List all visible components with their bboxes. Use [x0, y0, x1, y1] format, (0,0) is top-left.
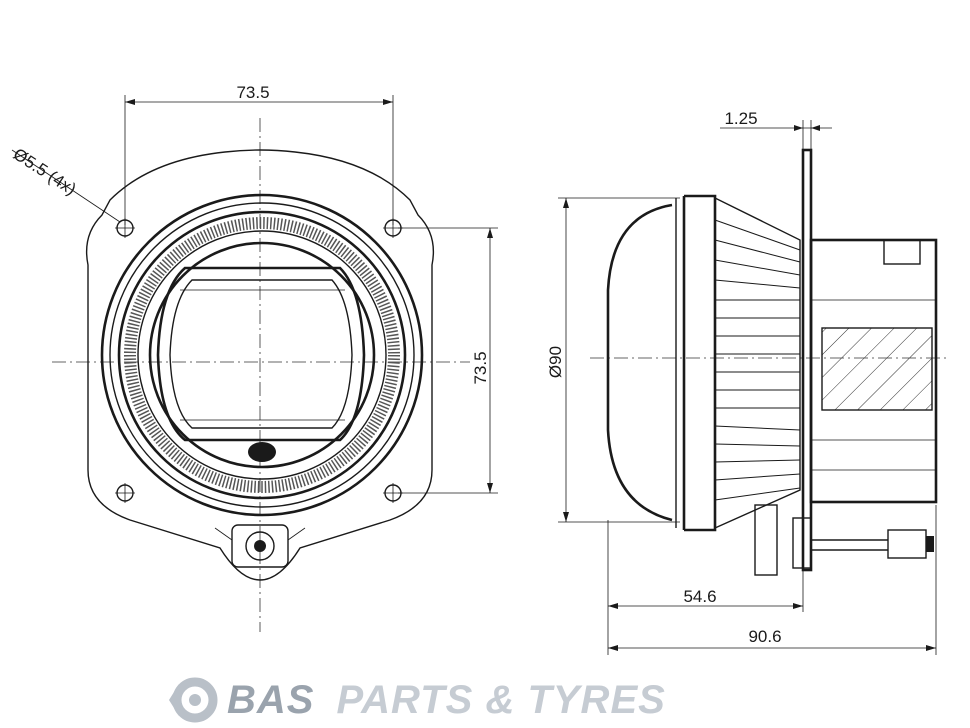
front-view: 73.5 73.5 Ø5.5 (4x) — [10, 83, 498, 632]
hole-callout: Ø5.5 (4x) — [10, 144, 121, 223]
side-connector — [754, 504, 934, 576]
flange-label: 1.25 — [724, 109, 757, 128]
height-label: 73.5 — [471, 351, 490, 384]
emblem-icon — [248, 442, 276, 462]
lens-window — [156, 266, 366, 442]
total-depth-dimension: 90.6 — [608, 505, 937, 655]
depth-front-label: 54.6 — [683, 587, 716, 606]
front-connector — [214, 524, 306, 568]
brand-bold: BAS — [227, 677, 315, 722]
lamp-rings — [100, 193, 424, 517]
width-dimension: 73.5 — [124, 83, 394, 225]
lens-dome — [606, 203, 673, 522]
width-label: 73.5 — [236, 83, 269, 102]
depth-total-label: 90.6 — [748, 627, 781, 646]
brand-watermark: BAS PARTS & TYRES — [165, 672, 666, 728]
heat-sink — [684, 194, 801, 532]
flange-dimension: 1.25 — [720, 109, 832, 150]
bas-logo-icon — [169, 677, 218, 723]
diameter-dimension: Ø90 — [546, 197, 680, 523]
mounting-flange — [85, 149, 435, 581]
diameter-label: Ø90 — [546, 346, 565, 378]
brand-rest: PARTS & TYRES — [336, 677, 666, 722]
side-view: 1.25 Ø90 54.6 90.6 — [546, 109, 950, 655]
hole-label: Ø5.5 (4x) — [10, 144, 80, 199]
front-depth-dimension: 54.6 — [607, 520, 804, 655]
rear-housing — [809, 238, 938, 504]
height-dimension: 73.5 — [398, 227, 498, 494]
